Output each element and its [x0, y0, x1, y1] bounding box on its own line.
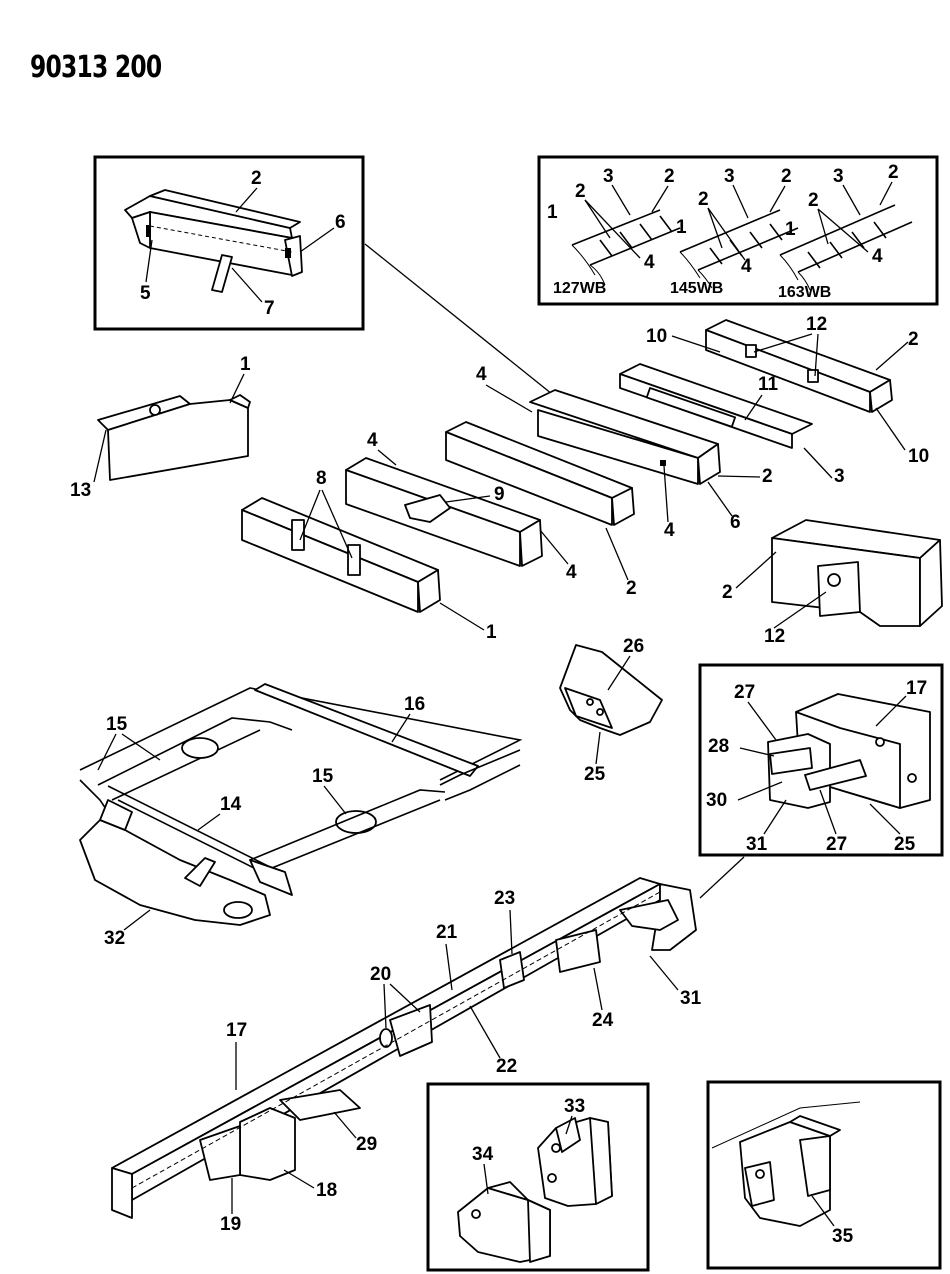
- wb127-callout-1: 1: [547, 202, 558, 223]
- callout-25-detail: 25: [894, 834, 916, 855]
- callout-10-upper: 10: [646, 326, 667, 347]
- callout-12-bracket: 12: [764, 626, 785, 647]
- callout-31-detail: 31: [746, 834, 768, 855]
- callout-26: 26: [623, 636, 644, 657]
- callout-8: 8: [316, 468, 327, 489]
- callout-4-upper: 4: [367, 430, 378, 451]
- wb163-callout-2a: 2: [808, 190, 819, 211]
- callout-4-lower: 4: [566, 562, 577, 583]
- wb163-callout-3: 3: [833, 166, 844, 187]
- bracket-12-drawing: [771, 519, 943, 627]
- callout-5: 5: [140, 283, 151, 304]
- callout-19: 19: [220, 1214, 241, 1235]
- part-32-drawing: [79, 799, 271, 926]
- wb145-callout-4: 4: [741, 256, 752, 277]
- callout-10-lower: 10: [908, 446, 929, 467]
- callout-11: 11: [758, 374, 779, 395]
- part-33-drawing: [537, 1117, 613, 1207]
- callout-17: 17: [226, 1020, 247, 1041]
- callout-30: 30: [706, 790, 727, 811]
- callout-23: 23: [494, 888, 515, 909]
- wb145-callout-3: 3: [724, 166, 735, 187]
- part-35-drawing: [711, 1101, 861, 1227]
- callout-20: 20: [370, 964, 391, 985]
- callout-1-crossmember: 1: [486, 622, 497, 643]
- side-rail-group: 23 21 20 31 24 22 17 29 18 19: [111, 877, 702, 1235]
- callout-15-left: 15: [106, 714, 128, 735]
- frame-127wb-drawing: [571, 209, 681, 286]
- crossmember-9-drawing: [345, 457, 543, 567]
- callout-2: 2: [251, 168, 262, 189]
- crossmember-1-drawing: [241, 497, 441, 613]
- callout-13: 13: [70, 480, 91, 501]
- frame-163wb-drawing: [779, 204, 913, 291]
- callout-6: 6: [730, 512, 741, 533]
- crossmember-group: 1 13 8 1 4: [70, 314, 943, 647]
- callout-25: 25: [584, 764, 606, 785]
- crossmember-3-11-drawing: [619, 363, 813, 449]
- crossmember-2-drawing: [445, 421, 635, 526]
- wb163-callout-4: 4: [872, 246, 883, 267]
- crossmember-detail-drawing: [124, 189, 303, 293]
- wb-label-127: 127WB: [553, 280, 606, 297]
- callout-33: 33: [564, 1096, 585, 1117]
- wb127-callout-2b: 2: [664, 166, 675, 187]
- frame-145wb-drawing: [679, 209, 799, 289]
- part-34-drawing: [457, 1181, 551, 1263]
- callout-3: 3: [834, 466, 845, 487]
- wb145-callout-2b: 2: [781, 166, 792, 187]
- callout-22: 22: [496, 1056, 517, 1077]
- callout-32: 32: [104, 928, 125, 949]
- callout-4-bottom: 4: [664, 520, 675, 541]
- callout-16: 16: [404, 694, 425, 715]
- rear-bracket-drawing: [767, 693, 931, 809]
- callout-34: 34: [472, 1144, 494, 1165]
- wheelbase-panel: 1 2 3 2 4 1 2 3 2 4 1 2 3 2 4: [537, 155, 939, 306]
- callout-17-detail: 17: [906, 678, 927, 699]
- wb163-callout-2b: 2: [888, 162, 899, 183]
- callout-18: 18: [316, 1180, 337, 1201]
- callout-14: 14: [220, 794, 242, 815]
- callout-27-top: 27: [734, 682, 755, 703]
- detail-box-top-left: 2 6 5 7: [93, 155, 365, 331]
- callout-9: 9: [494, 484, 505, 505]
- callout-1-bracket: 1: [240, 354, 251, 375]
- crossmember-part-1-bracket: [97, 394, 251, 481]
- crossmember-4-6-drawing: [529, 389, 721, 485]
- wb-label-145: 145WB: [670, 280, 723, 297]
- callout-21: 21: [436, 922, 458, 943]
- callout-27-bottom: 27: [826, 834, 847, 855]
- callout-15-right: 15: [312, 766, 334, 787]
- callout-6: 6: [335, 212, 346, 233]
- callout-7: 7: [264, 298, 275, 319]
- callout-2-right: 2: [762, 466, 773, 487]
- callout-35: 35: [832, 1226, 854, 1247]
- detail-box-bottom-middle: 33 34: [426, 1082, 650, 1272]
- diagram-code: 90313 200: [30, 50, 162, 85]
- wb163-callout-1: 1: [785, 219, 796, 240]
- callout-2-bracket: 2: [722, 582, 733, 603]
- callout-4-left: 4: [476, 364, 487, 385]
- part-26-25-drawing: [559, 644, 663, 736]
- wb127-callout-4: 4: [644, 252, 655, 273]
- wb127-callout-3: 3: [603, 166, 614, 187]
- front-crossmember-group: 15 16 15 14 32: [79, 636, 663, 949]
- callout-2-middle: 2: [626, 578, 637, 599]
- callout-31: 31: [680, 988, 702, 1009]
- callout-29: 29: [356, 1134, 377, 1155]
- wb145-callout-1: 1: [676, 217, 687, 238]
- wb145-callout-2a: 2: [698, 189, 709, 210]
- callout-24: 24: [592, 1010, 614, 1031]
- callout-2-upper: 2: [908, 329, 919, 350]
- wb-label-163: 163WB: [778, 284, 831, 301]
- wb127-callout-2a: 2: [575, 181, 586, 202]
- front-crossmember-drawing: [79, 683, 523, 896]
- callout-28: 28: [708, 736, 729, 757]
- callout-12-upper: 12: [806, 314, 827, 335]
- detail-box-rear-bracket: 27 17 28 30 31 27 25: [698, 663, 944, 857]
- detail-box-bottom-right: 35: [706, 1080, 942, 1270]
